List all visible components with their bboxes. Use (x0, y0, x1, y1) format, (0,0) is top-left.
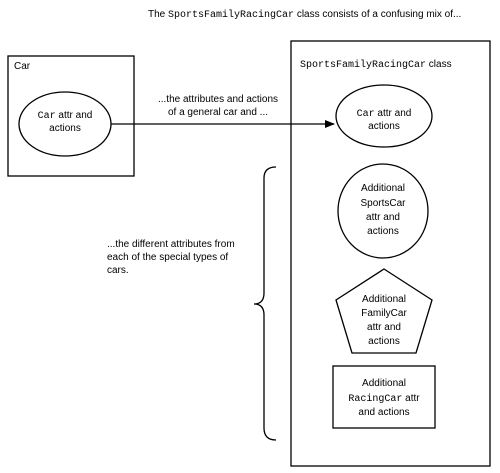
sportscar-line3: attr and (366, 212, 400, 223)
inner-car-text: attr and (375, 108, 412, 119)
familycar-attr-pentagon (335, 268, 433, 354)
racingcar-line2: RacingCar attr (348, 393, 420, 405)
car-ellipse-line1: Car attr and (38, 110, 93, 122)
sportsfamilyracingcar-class-box (290, 40, 491, 467)
curly-brace (253, 166, 277, 441)
inner-car-line2: actions (368, 121, 400, 132)
annotation-top-line1: ...the attributes and actions (158, 94, 278, 105)
annotation-left-line1: ...the different attributes from (107, 239, 235, 250)
sportscar-line1: Additional (361, 183, 405, 194)
diagram-caption: The SportsFamilyRacingCar class consists… (148, 9, 461, 21)
familycar-line2-code: FamilyCar (361, 308, 407, 319)
familycar-line4: actions (368, 336, 400, 347)
racingcar-line1: Additional (362, 378, 406, 389)
annotation-top-line2: of a general car and ... (168, 107, 268, 118)
car-box-title: Car (14, 61, 31, 72)
racingcar-line2-text: attr (402, 393, 420, 404)
annotation-left-line3: cars. (107, 265, 129, 276)
sportscar-line4: actions (367, 226, 399, 237)
familycar-line1: Additional (362, 294, 406, 305)
car-class-box (7, 55, 135, 177)
caption-prefix: The (148, 9, 168, 20)
sportscar-line2-code: SportsCar (360, 198, 406, 209)
inner-car-line1: Car attr and (357, 108, 412, 120)
caption-class-name: SportsFamilyRacingCar (168, 9, 294, 21)
familycar-line3: attr and (367, 322, 401, 333)
car-ellipse-line2: actions (49, 123, 81, 134)
class-box-title: SportsFamilyRacingCar class (300, 59, 452, 71)
racingcar-line2-code: RacingCar (348, 393, 402, 405)
racingcar-attr-rect (332, 365, 436, 429)
car-ellipse-text: attr and (56, 110, 93, 121)
car-ellipse-code: Car (38, 111, 56, 122)
class-box-title-code: SportsFamilyRacingCar (300, 59, 426, 71)
sportscar-attr-circle (337, 163, 429, 259)
inner-car-attr-ellipse (335, 84, 433, 148)
racingcar-line3: and actions (358, 407, 409, 418)
caption-suffix: class consists of a confusing mix of... (294, 9, 461, 20)
class-box-title-text: class (426, 59, 452, 70)
inner-car-code: Car (357, 109, 375, 120)
annotation-left-line2: each of the special types of (107, 252, 228, 263)
